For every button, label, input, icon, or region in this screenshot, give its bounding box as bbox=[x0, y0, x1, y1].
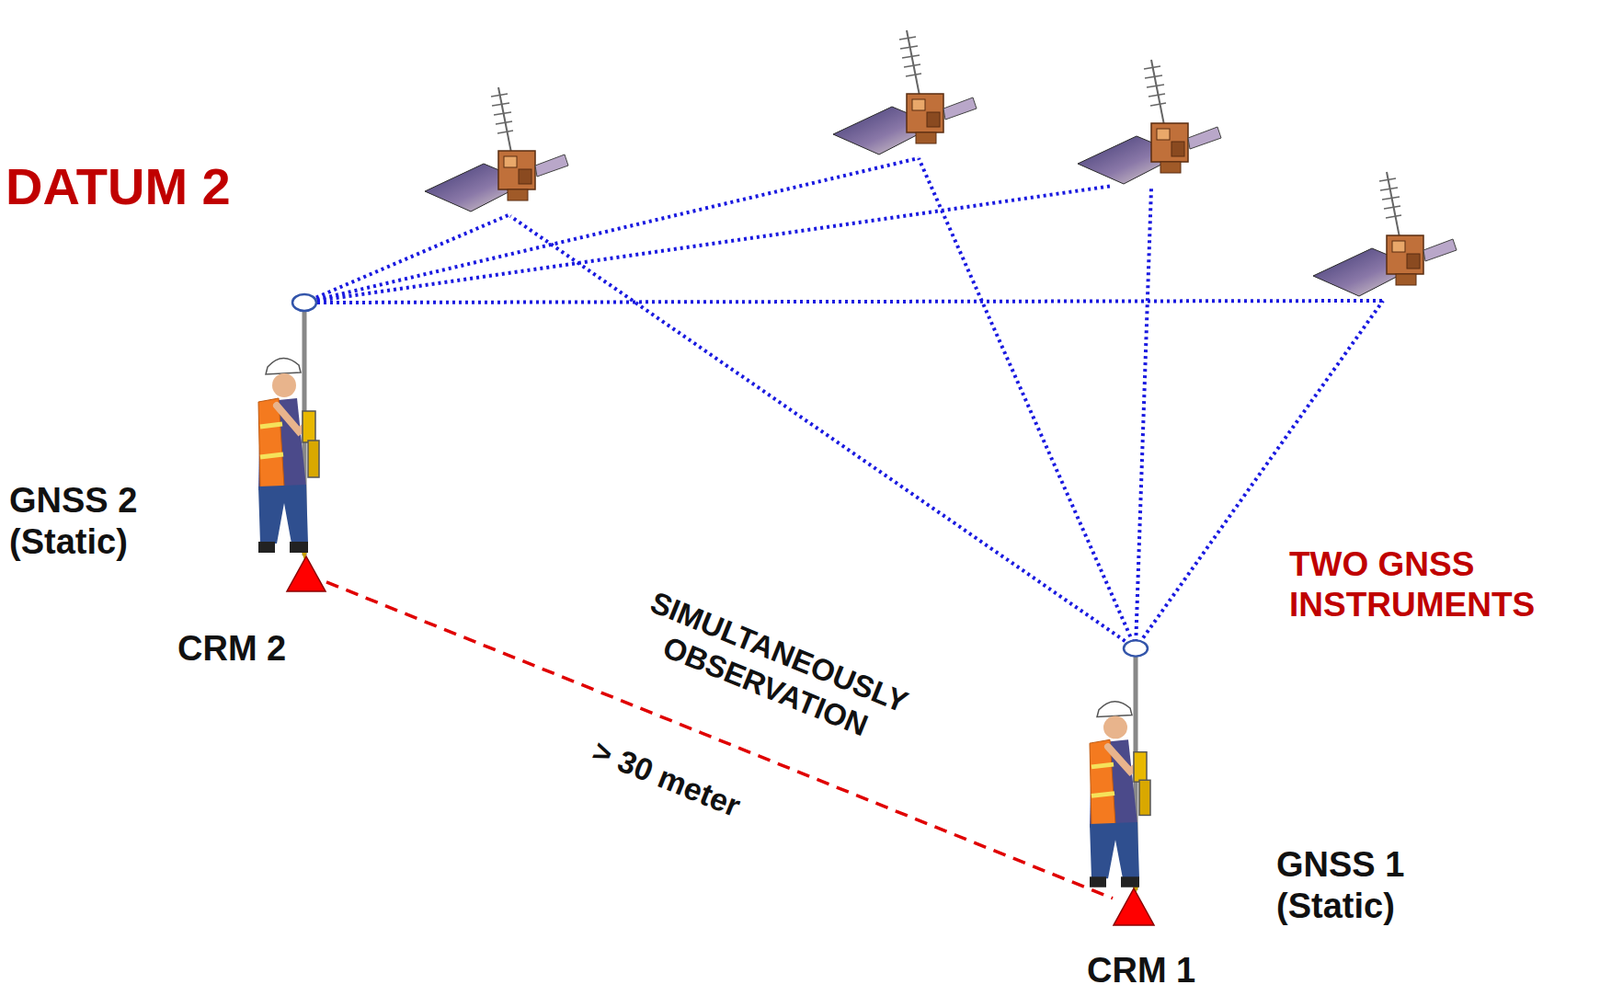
mark-label: CRM 1 bbox=[1086, 952, 1196, 988]
triangle-marker bbox=[285, 555, 327, 593]
control-mark: CRM 2 bbox=[285, 555, 327, 593]
diagram-title: DATUM 2 bbox=[5, 156, 231, 218]
mark-label: CRM 2 bbox=[177, 630, 286, 666]
annotation-label: GNSS 2 (Static) bbox=[9, 480, 175, 563]
annotation-label: TWO GNSS INSTRUMENTS bbox=[1289, 544, 1593, 625]
annotation-label: > 30 meter bbox=[531, 708, 801, 847]
triangle-marker bbox=[1112, 887, 1155, 926]
annotation-label: GNSS 1 (Static) bbox=[1276, 844, 1447, 927]
control-mark: CRM 1 bbox=[1112, 887, 1155, 926]
edge-label: SIMULTANEOUSLY OBSERVATION bbox=[609, 575, 936, 765]
